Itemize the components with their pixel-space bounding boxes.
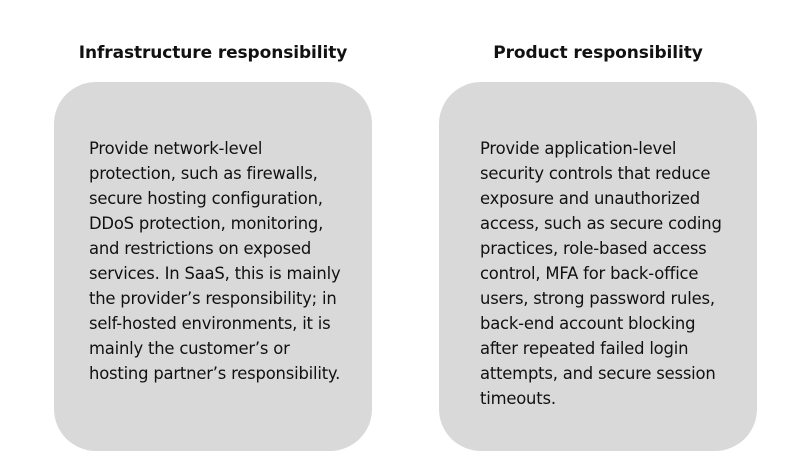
infrastructure-description-line: secure hosting configuration, <box>89 189 323 208</box>
infrastructure-description-line: DDoS protection, monitoring, <box>89 214 324 233</box>
product-description-line: access, such as secure coding <box>480 214 722 233</box>
product-description-line: back-end account blocking <box>480 314 696 333</box>
infrastructure-description-line: protection, such as firewalls, <box>89 164 318 183</box>
product-description-line: after repeated failed login <box>480 339 689 358</box>
infrastructure-description: Provide network-level protection, such a… <box>89 136 379 386</box>
product-description: Provide application-level security contr… <box>480 136 770 411</box>
product-description-line: exposure and unauthorized <box>480 189 701 208</box>
infrastructure-description-line: Provide network-level <box>89 139 263 158</box>
infrastructure-description-line: services. In SaaS, this is mainly <box>89 264 341 283</box>
product-heading: Product responsibility <box>493 43 703 63</box>
infrastructure-description-line: and restrictions on exposed <box>89 239 312 258</box>
infrastructure-heading: Infrastructure responsibility <box>78 43 348 63</box>
product-description-line: practices, role-based access <box>480 239 707 258</box>
product-description-line: timeouts. <box>480 389 556 408</box>
product-description-line: control, MFA for back-office <box>480 264 699 283</box>
product-description-line: Provide application-level <box>480 139 677 158</box>
product-description-line: attempts, and secure session <box>480 364 716 383</box>
product-card <box>439 82 757 451</box>
product-description-line: security controls that reduce <box>480 164 711 183</box>
infrastructure-description-line: self-hosted environments, it is <box>89 314 331 333</box>
infrastructure-description-line: the provider’s responsibility; in <box>89 289 337 308</box>
infrastructure-card <box>54 82 372 451</box>
product-description-line: users, strong password rules, <box>480 289 715 308</box>
infrastructure-description-line: hosting partner’s responsibility. <box>89 364 341 383</box>
infrastructure-description-line: mainly the customer’s or <box>89 339 290 358</box>
